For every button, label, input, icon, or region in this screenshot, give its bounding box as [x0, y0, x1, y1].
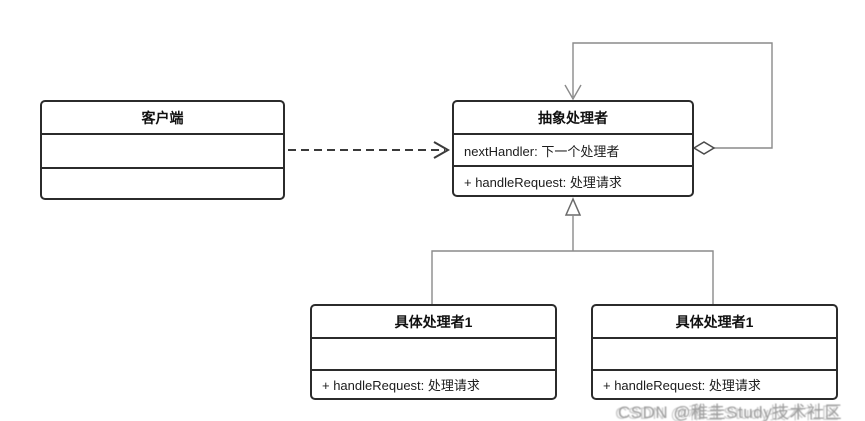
class-methods: + handleRequest: 处理请求 — [593, 369, 836, 398]
class-title: 具体处理者1 — [394, 313, 473, 330]
class-box-abstract-handler: 抽象处理者 nextHandler: 下一个处理者 + handleReques… — [452, 100, 694, 197]
class-attributes — [312, 337, 555, 369]
class-attributes: nextHandler: 下一个处理者 — [454, 133, 692, 165]
open-diamond-icon — [692, 141, 716, 155]
class-title: 抽象处理者 — [538, 109, 608, 126]
class-methods — [42, 167, 283, 198]
class-box-concrete-handler-right: 具体处理者1 + handleRequest: 处理请求 — [591, 304, 838, 400]
class-attributes — [593, 337, 836, 369]
class-title: 客户端 — [141, 109, 184, 126]
dependency-arrow — [288, 141, 451, 159]
class-title: 具体处理者1 — [675, 313, 754, 330]
class-box-concrete-handler-left: 具体处理者1 + handleRequest: 处理请求 — [310, 304, 557, 400]
class-methods: + handleRequest: 处理请求 — [454, 165, 692, 195]
csdn-watermark: CSDN @稚圭Study技术社区 — [618, 403, 843, 421]
aggregation-self-loop — [564, 42, 773, 155]
hollow-triangle-icon — [564, 197, 582, 216]
class-methods: + handleRequest: 处理请求 — [312, 369, 555, 398]
generalization-connector — [431, 197, 714, 304]
class-attributes — [42, 133, 283, 167]
class-box-client: 客户端 — [40, 100, 285, 200]
